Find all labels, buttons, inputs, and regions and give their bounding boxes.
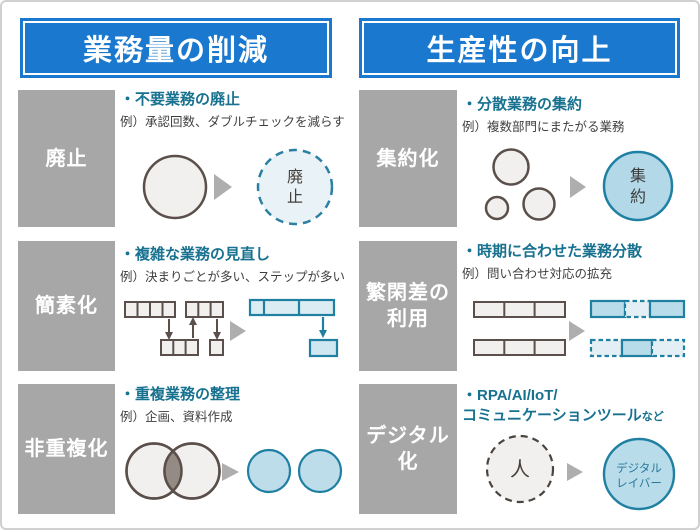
simplify-title: ・複雑な業務の見直し [120, 246, 271, 263]
separated-tasks-circles [246, 448, 343, 494]
simplify-example: 例）決まりごとが多い、ステップが多い [120, 270, 346, 284]
consolidated-text-line2: 約 [630, 188, 646, 206]
abolish-example: 例）承認回数、ダブルチェックを減らす [120, 115, 345, 129]
dedupe-visual [125, 442, 343, 500]
task-circle [142, 154, 208, 220]
simplified-flow-steps [248, 298, 339, 358]
load-leveling-example: 例）問い合わせ対応の拡充 [462, 267, 613, 281]
abolished-circle [256, 148, 334, 226]
arrow-right-icon [570, 176, 586, 198]
consolidate-example: 例）複数部門にまたがる業務 [462, 120, 625, 134]
digitalize-title-suffix: など [641, 411, 664, 423]
category-load-leveling: 繁閑差の 利用 [359, 241, 457, 371]
consolidate-title: ・分散業務の集約 [462, 96, 583, 113]
arrow-right-icon [569, 321, 585, 341]
arrow-right-icon [230, 321, 246, 341]
before-schedule-bars [473, 301, 566, 356]
category-dedupe: 非重複化 [18, 384, 115, 514]
category-abolish: 廃止 [18, 90, 115, 227]
category-dedupe-label: 非重複化 [24, 438, 109, 460]
category-consolidate: 集約化 [359, 90, 457, 227]
category-simplify-label: 簡素化 [35, 295, 98, 317]
after-schedule-bars [589, 299, 686, 358]
digitalize-visual: 人 デジタル レイバー [485, 434, 676, 511]
dedupe-example: 例）企画、資料作成 [120, 410, 233, 424]
arrow-right-icon [222, 463, 239, 481]
arrow-right-icon [214, 174, 232, 200]
abolished-text-line2: 止 [287, 188, 303, 206]
header-workload-reduction-label: 業務量の削減 [82, 35, 269, 67]
overlapping-tasks-venn [125, 442, 221, 500]
header-productivity-improvement-label: 生産性の向上 [426, 35, 613, 67]
scattered-circle-1 [492, 148, 530, 186]
category-load-leveling-label-line2: 利用 [387, 308, 429, 330]
category-digitalize-label: デジタル化 [366, 425, 450, 473]
complex-flow-steps [124, 301, 224, 356]
category-load-leveling-label-line1: 繁閑差の [366, 282, 450, 304]
category-consolidate-label: 集約化 [376, 147, 440, 170]
dedupe-title: ・重複業務の整理 [120, 386, 241, 403]
load-leveling-title: ・時期に合わせた業務分散 [462, 243, 643, 260]
digital-labor-circle [602, 437, 676, 511]
header-workload-reduction: 業務量の削減 [20, 18, 332, 78]
human-worker-text: 人 [510, 458, 530, 481]
digital-labor-text-line1: デジタル [616, 461, 662, 475]
consolidated-text-line1: 集 [630, 167, 646, 185]
category-simplify: 簡素化 [18, 241, 115, 371]
header-productivity-improvement: 生産性の向上 [359, 18, 680, 78]
consolidate-visual: 集 約 [484, 148, 674, 222]
category-abolish-label: 廃止 [45, 147, 88, 170]
scattered-circle-2 [484, 195, 510, 221]
abolish-title: ・不要業務の廃止 [120, 91, 241, 108]
arrow-right-icon [567, 463, 583, 481]
consolidated-circle [602, 150, 674, 222]
human-worker-circle [485, 434, 555, 504]
digitalize-title: ・RPA/AI/IoT/ コミュニケーションツールなど [462, 387, 664, 424]
digital-labor-text-line2: レイバー [616, 477, 662, 490]
abolish-visual: 廃 止 [142, 148, 334, 226]
category-digitalize: デジタル化 [359, 384, 457, 514]
simplify-visual [124, 298, 339, 358]
scattered-circle-3 [522, 187, 556, 221]
abolished-text-line1: 廃 [287, 168, 303, 186]
load-leveling-visual [473, 299, 686, 358]
